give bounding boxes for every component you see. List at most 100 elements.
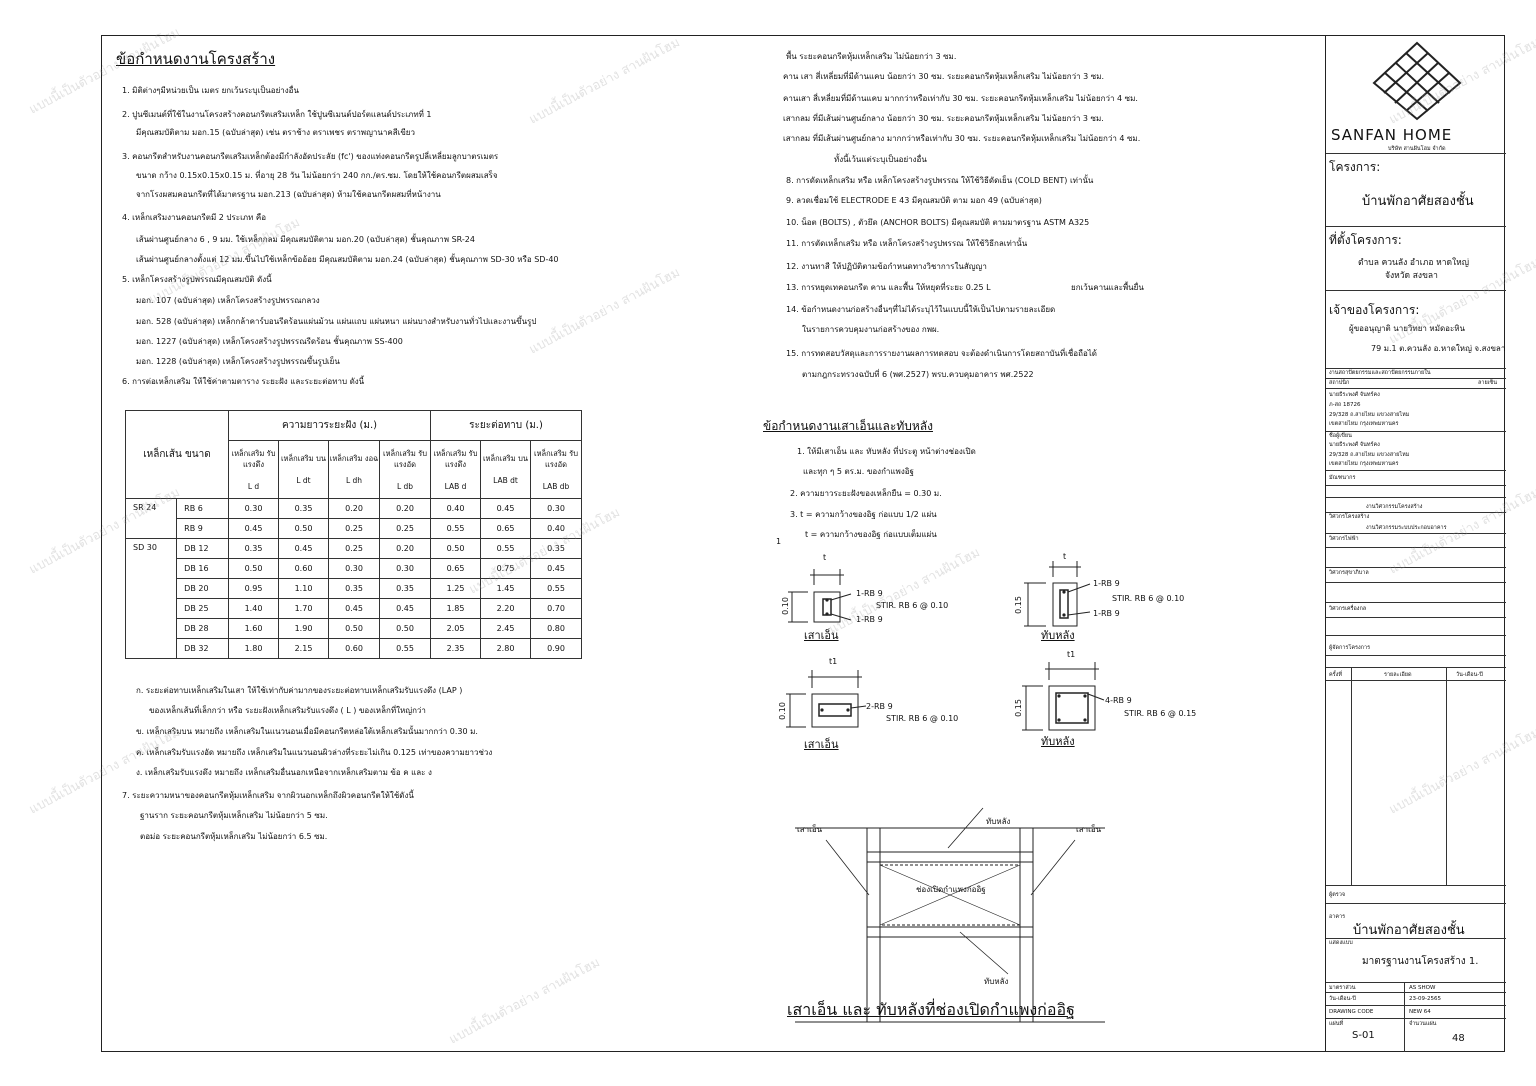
designer-address: 29/328 ถ.สายไหม แขวงสายไหม (1329, 452, 1410, 458)
sheet-number: S-01 (1352, 1030, 1375, 1041)
table-cell: 2.35 (430, 638, 481, 659)
column-section-2 (811, 693, 859, 728)
rebar-label: 1-RB 9 (856, 615, 883, 624)
spec-line: จากโรงผสมคอนกรีตที่ได้มาตรฐาน มอก.213 (ฉ… (136, 190, 441, 199)
rebar-label: 1-RB 9 (856, 589, 883, 598)
section-name: ทับหลัง (1041, 629, 1075, 642)
owner-line: 79 ม.1 ต.ควนลัง อ.หาดใหญ่ จ.สงขลา (1371, 344, 1506, 353)
total-sheets-label: จำนวนแผ่น (1409, 1021, 1437, 1027)
spec-line: t = ความกว้างของอิฐ ก่อแบบเต็มแผ่น (805, 530, 937, 539)
stirrup (1055, 692, 1089, 724)
revision-no-label: ครั้งที่ (1329, 672, 1342, 678)
architect-label: สถาปนิก (1329, 380, 1350, 386)
designer-address: เขตสายไหม กรุงเทพมหานคร (1329, 461, 1399, 467)
divider (1326, 226, 1506, 227)
divider (1446, 667, 1447, 885)
spec-line: 3. คอนกรีตสำหรับงานคอนกรีตเสริมเหล็กต้อง… (122, 152, 499, 161)
note-line: ก. ระยะต่อทาบเหล็กเสริมในเสา ให้ใช้เท่าก… (136, 686, 463, 695)
elevation-caption: เสาเอ็น และ ทับหลังที่ช่องเปิดกำแพงก่ออิ… (787, 1000, 1075, 1019)
spec-line: ขนาด กว้าง 0.15x0.15x0.15 ม. ที่อายุ 28 … (136, 171, 498, 180)
building-label: อาคาร (1329, 914, 1346, 920)
note-line: ของเหล็กเส้นที่เล็กกว่า หรือ ระยะฝังเหล็… (149, 706, 426, 715)
spec-line: 5. เหล็กโครงสร้างรูปพรรณมีคุณสมบัติ ดังน… (122, 275, 272, 284)
spec-line: เส้นผ่านศูนย์กลางตั้งแต่ 12 มม.ขึ้นไปใช้… (136, 255, 559, 264)
divider (1326, 582, 1506, 583)
electrical-label: วิศวกรไฟฟ้า (1329, 536, 1359, 542)
divider (1326, 290, 1506, 291)
spec-line: พื้น ระยะคอนกรีตหุ้มเหล็กเสริม ไม่น้อยกว… (786, 52, 957, 61)
divider (1326, 635, 1506, 636)
sheet-title-label: แสดงแบบ (1329, 940, 1353, 946)
elev-label: ช่องเปิดกำแพงก่ออิฐ (916, 885, 986, 894)
table-cell: SD 30 (124, 538, 178, 659)
owner-label: เจ้าของโครงการ: (1329, 303, 1420, 317)
title-block: SANFAN HOME บริษัท สานฝันโฮม จำกัด โครงก… (1325, 35, 1506, 1052)
rebar-label: 1-RB 9 (1093, 609, 1120, 618)
spec-line: มอก. 528 (ฉบับล่าสุด) เหล็กกล้าคาร์บอนรี… (136, 317, 537, 326)
project-label: โครงการ: (1329, 160, 1381, 174)
designer-label: ชื่อผู้เขียน (1329, 433, 1352, 439)
divider (1326, 368, 1506, 369)
lintel-section-1 (1052, 582, 1078, 627)
lintel-section-2 (1048, 685, 1096, 731)
table-cell: 2.15 (278, 638, 329, 659)
divider (1326, 388, 1506, 389)
spec-line: เสากลม ที่มีเส้นผ่านศูนย์กลาง มากกว่าหรื… (783, 134, 1141, 143)
divider (1326, 938, 1506, 939)
spec-line: 2. ความยาวระยะฝังของเหล็กยืน = 0.30 ม. (790, 489, 942, 498)
divider (1326, 547, 1506, 548)
scale-label: มาตราส่วน (1329, 985, 1356, 991)
table-cell: 0.90 (530, 638, 582, 659)
stirrup (818, 703, 852, 717)
table-header-size: เหล็กเส้น ขนาด (125, 410, 229, 499)
spec-line: คาน เสา สี่เหลี่ยมที่มีด้านแคบ น้อยกว่า … (783, 72, 1105, 81)
owner-line: ผู้ขออนุญาติ นายวิทยา หมัดอะหิน (1349, 324, 1466, 333)
architect-name: นายธีระพงศ์ จันทร์คง (1329, 392, 1380, 398)
stirrup-label: STIR. RB 6 @ 0.10 (886, 714, 959, 723)
architect-address: เขตสายไหม กรุงเทพมหานคร (1329, 421, 1399, 427)
date-value: 23-09-2565 (1409, 996, 1441, 1002)
spec-line: ทั้งนี้เว้นแต่ระบุเป็นอย่างอื่น (834, 155, 927, 164)
spec-line: 9. ลวดเชื่อมใช้ ELECTRODE E 43 มีคุณสมบั… (786, 196, 1042, 205)
divider (1326, 497, 1506, 498)
spec-line: เส้นผ่านศูนย์กลาง 6 , 9 มม. ใช้เหล็กกลม … (136, 235, 475, 244)
spec-line: ยกเว้นคานและพื้นยื่น (1071, 283, 1144, 292)
date-label: วัน-เดือน-ปี (1329, 996, 1356, 1002)
sheet-no-label: แผ่นที่ (1329, 1021, 1344, 1027)
drawing-code: NEW 64 (1409, 1009, 1431, 1015)
elev-label: ทับหลัง (984, 977, 1009, 986)
system-header: งานวิศวกรรมระบบประกอบอาคาร (1366, 525, 1447, 531)
spec-line: 11. การตัดเหล็กเสริม หรือ เหล็กโครงสร้าง… (786, 239, 1028, 248)
spec-line: เสากลม ที่มีเส้นผ่านศูนย์กลาง น้อยกว่า 3… (783, 114, 1104, 123)
dim-t1: t1 (829, 657, 838, 666)
note-line: ตอม่อ ระยะคอนกรีตหุ้มเหล็กเสริม ไม่น้อยก… (140, 832, 328, 841)
spec-line: 8. การดัดเหล็กเสริม หรือ เหล็กโครงสร้างร… (786, 176, 1094, 185)
spec-line: มอก. 1227 (ฉบับล่าสุด) เหล็กโครงสร้างรูป… (136, 337, 403, 346)
spec-line: ในรายการควบคุมงานก่อสร้างของ กพผ. (802, 325, 940, 334)
site-line: จังหวัด สงขลา (1385, 271, 1438, 281)
spec-line: มอก. 107 (ฉบับล่าสุด) เหล็กโครงสร้างรูปพ… (136, 296, 320, 305)
divider (1326, 680, 1506, 681)
divider (1326, 885, 1506, 886)
note-line: ค. เหล็กเสริมรับแรงอัด หมายถึง เหล็กเสริ… (136, 748, 493, 757)
spec-line: คานเสา สี่เหลี่ยมที่มีด้านแคบ มากกว่าหรื… (783, 94, 1138, 103)
section-name: ทับหลัง (1041, 735, 1075, 748)
site-label: ที่ตั้งโครงการ: (1329, 233, 1402, 247)
architect-license: ภ-สถ 18726 (1329, 402, 1361, 408)
note-line: ข. เหล็กเสริมบน หมายถึง เหล็กเสริมในแนวน… (136, 727, 478, 736)
table-cell: DB 32 (176, 638, 229, 659)
spec-line: 2. ปูนซีเมนต์ที่ใช้ในงานโครงสร้างคอนกรีต… (122, 110, 432, 119)
struct-engineer-label: วิศวกรโครงสร้าง (1329, 514, 1370, 520)
brand-subtitle: บริษัท สานฝันโฮม จำกัด (1388, 146, 1446, 152)
